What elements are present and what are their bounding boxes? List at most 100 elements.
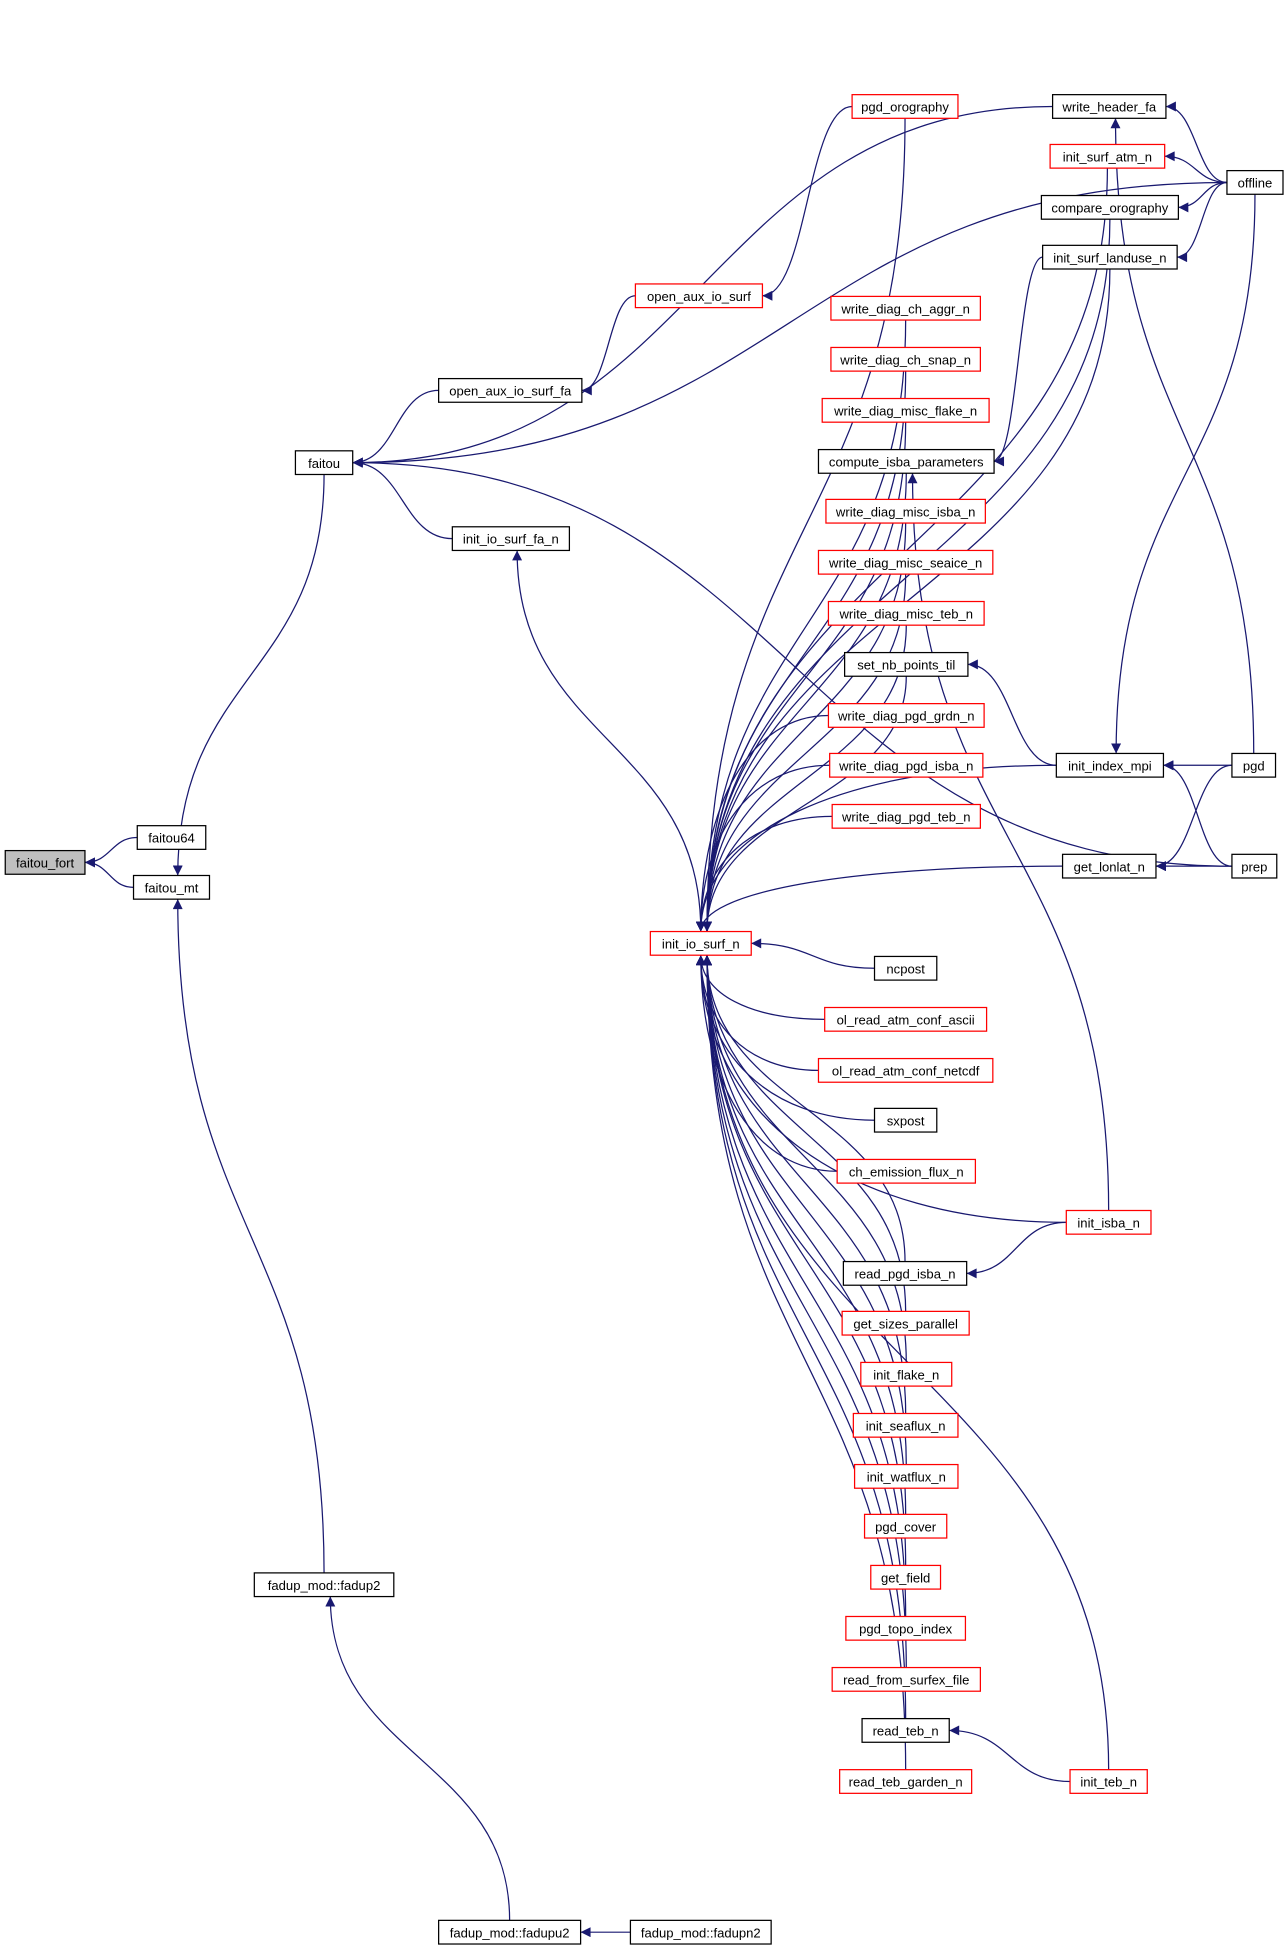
- node-pgd[interactable]: pgd: [1231, 752, 1277, 778]
- node-init-flake-n[interactable]: init_flake_n: [860, 1361, 953, 1387]
- node-label: init_isba_n: [1077, 1215, 1139, 1230]
- node-set-nb-points-til[interactable]: set_nb_points_til: [844, 651, 969, 677]
- node-init-watflux-n[interactable]: init_watflux_n: [853, 1463, 959, 1489]
- node-label: compare_orography: [1051, 200, 1168, 215]
- node-read-teb-n[interactable]: read_teb_n: [861, 1717, 950, 1743]
- node-init-teb-n[interactable]: init_teb_n: [1069, 1769, 1148, 1794]
- node-prep[interactable]: prep: [1231, 853, 1278, 879]
- node-init-seaflux-n[interactable]: init_seaflux_n: [852, 1412, 959, 1438]
- node-box: [824, 1006, 988, 1032]
- node-box: [1226, 169, 1284, 195]
- node-box: [851, 94, 959, 119]
- edge-prep-to-init-index-mpi: [1163, 760, 1232, 867]
- node-ncpost[interactable]: ncpost: [873, 955, 938, 981]
- node-label: init_surf_atm_n: [1063, 149, 1152, 164]
- node-faitou[interactable]: faitou: [294, 450, 354, 476]
- edge-faitou-mt-to-faitou-fort: [84, 857, 134, 888]
- node-label: sxpost: [887, 1113, 925, 1128]
- node-label: pgd_orography: [861, 100, 949, 115]
- node-box: [844, 651, 969, 677]
- edges-layer: [84, 101, 1256, 1938]
- node-offline[interactable]: offline: [1226, 169, 1284, 195]
- node-faitou-mt[interactable]: faitou_mt: [132, 874, 211, 900]
- edge-fadupu2-to-fadup2: [325, 1596, 511, 1921]
- node-fadup2[interactable]: fadup_mod::fadup2: [253, 1572, 395, 1598]
- node-write-diag-misc-teb-n[interactable]: write_diag_misc_teb_n: [827, 600, 985, 626]
- edge-write-diag-misc-seaice-n-to-init-io-surf-n: [702, 574, 907, 932]
- node-read-teb-garden-n[interactable]: read_teb_garden_n: [839, 1769, 973, 1794]
- node-label: write_diag_ch_snap_n: [839, 352, 971, 367]
- node-fadupn2[interactable]: fadup_mod::fadupn2: [629, 1919, 772, 1945]
- node-box: [649, 930, 752, 956]
- edge-offline-to-init-index-mpi: [1111, 194, 1256, 754]
- node-box: [136, 825, 207, 850]
- node-get-lonlat-n[interactable]: get_lonlat_n: [1061, 853, 1157, 879]
- node-get-field[interactable]: get_field: [870, 1564, 942, 1590]
- node-box: [1231, 853, 1278, 879]
- edge-faitou-to-faitou-mt: [172, 474, 325, 876]
- node-faitou64[interactable]: faitou64: [136, 825, 207, 850]
- node-write-diag-pgd-teb-n[interactable]: write_diag_pgd_teb_n: [831, 803, 981, 829]
- node-init-io-surf-fa-n[interactable]: init_io_surf_fa_n: [451, 526, 571, 552]
- node-init-surf-atm-n[interactable]: init_surf_atm_n: [1049, 143, 1166, 169]
- node-label: read_from_surfex_file: [843, 1673, 969, 1688]
- node-init-io-surf-n[interactable]: init_io_surf_n: [649, 930, 752, 956]
- node-write-diag-misc-flake-n[interactable]: write_diag_misc_flake_n: [821, 397, 990, 423]
- node-ol-read-atm-conf-netcdf[interactable]: ol_read_atm_conf_netcdf: [817, 1057, 994, 1083]
- node-label: ncpost: [886, 961, 925, 976]
- node-write-diag-misc-seaice-n[interactable]: write_diag_misc_seaice_n: [817, 549, 994, 575]
- node-get-sizes-parallel[interactable]: get_sizes_parallel: [841, 1310, 970, 1336]
- node-label: ol_read_atm_conf_ascii: [837, 1012, 975, 1027]
- node-label: init_teb_n: [1080, 1775, 1137, 1790]
- node-box: [836, 1158, 977, 1184]
- node-label: pgd_cover: [875, 1519, 937, 1534]
- node-label: pgd: [1243, 758, 1265, 773]
- node-pgd-orography[interactable]: pgd_orography: [851, 94, 959, 119]
- edge-write-diag-pgd-grdn-n-to-init-io-surf-n: [695, 714, 829, 932]
- node-open-aux-io-surf-fa[interactable]: open_aux_io_surf_fa: [438, 377, 583, 403]
- edge-init-io-surf-n-to-init-io-surf-fa-n: [512, 550, 702, 932]
- node-read-pgd-isba-n[interactable]: read_pgd_isba_n: [842, 1260, 968, 1286]
- node-box: [438, 1919, 582, 1945]
- node-pgd-cover[interactable]: pgd_cover: [863, 1513, 948, 1539]
- edge-offline-to-compare-orography: [1178, 181, 1227, 213]
- node-init-isba-n[interactable]: init_isba_n: [1065, 1209, 1152, 1235]
- node-write-diag-ch-snap-n[interactable]: write_diag_ch_snap_n: [830, 346, 981, 372]
- node-write-diag-misc-isba-n[interactable]: write_diag_misc_isba_n: [825, 498, 986, 524]
- edge-pgd-orography-to-init-io-surf-n: [702, 118, 906, 932]
- node-fadupu2[interactable]: fadup_mod::fadupu2: [438, 1919, 582, 1945]
- node-label: write_diag_pgd_teb_n: [841, 809, 971, 824]
- node-ch-emission-flux-n[interactable]: ch_emission_flux_n: [836, 1158, 977, 1184]
- node-box: [438, 377, 583, 403]
- node-label: fadup_mod::fadupu2: [450, 1925, 570, 1940]
- node-write-diag-pgd-grdn-n[interactable]: write_diag_pgd_grdn_n: [827, 703, 985, 728]
- node-box: [842, 1260, 968, 1286]
- edge-init-flake-n-to-init-io-surf-n: [702, 955, 907, 1363]
- node-compare-orography[interactable]: compare_orography: [1040, 194, 1180, 220]
- node-init-surf-landuse-n[interactable]: init_surf_landuse_n: [1042, 244, 1178, 270]
- node-open-aux-io-surf[interactable]: open_aux_io_surf: [634, 283, 764, 309]
- node-box: [831, 1666, 981, 1692]
- node-sxpost[interactable]: sxpost: [873, 1107, 938, 1133]
- node-pgd-topo-index[interactable]: pgd_topo_index: [845, 1615, 967, 1641]
- node-write-diag-pgd-isba-n[interactable]: write_diag_pgd_isba_n: [829, 752, 984, 778]
- node-box: [830, 295, 981, 321]
- node-compute-isba-parameters[interactable]: compute_isba_parameters: [817, 448, 995, 474]
- edge-offline-to-faitou: [352, 181, 1227, 468]
- node-box: [827, 703, 985, 728]
- edge-init-isba-n-to-compute-isba-parameters: [907, 473, 1110, 1211]
- node-faitou-fort[interactable]: faitou_fort: [4, 849, 86, 875]
- edge-compute-isba-parameters-to-init-io-surf-n: [702, 473, 907, 932]
- node-init-index-mpi[interactable]: init_index_mpi: [1055, 752, 1165, 778]
- node-ol-read-atm-conf-ascii[interactable]: ol_read_atm_conf_ascii: [824, 1006, 988, 1032]
- node-write-diag-ch-aggr-n[interactable]: write_diag_ch_aggr_n: [830, 295, 981, 321]
- node-box: [861, 1717, 950, 1743]
- node-read-from-surfex-file[interactable]: read_from_surfex_file: [831, 1666, 981, 1692]
- edge-ol-read-atm-conf-ascii-to-init-io-surf-n: [695, 955, 825, 1020]
- node-box: [829, 752, 984, 778]
- node-write-header-fa[interactable]: write_header_fa: [1051, 94, 1167, 119]
- node-box: [1061, 853, 1157, 879]
- node-box: [825, 498, 986, 524]
- node-label: read_teb_n: [873, 1724, 939, 1739]
